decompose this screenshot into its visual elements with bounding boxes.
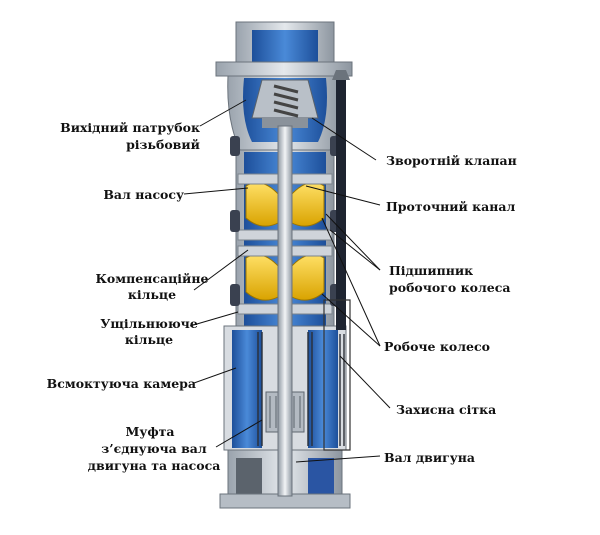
label-suction-chamber: Всмоктуюча камера	[47, 376, 196, 391]
right-labels: Зворотній клапан Проточний канал Підшипн…	[384, 153, 517, 465]
label-compensation-ring-line1: Компенсаційне	[96, 271, 209, 286]
label-sealing-ring-line1: Ущільнююче	[100, 316, 198, 331]
label-outlet-line1: Вихідний патрубок	[60, 120, 200, 135]
pump-body	[215, 21, 353, 509]
label-coupling-line3: двигуна та насоса	[88, 458, 221, 473]
label-impeller: Робоче колесо	[384, 339, 490, 354]
label-sealing-ring-line2: кільце	[125, 332, 173, 347]
left-labels: Вихідний патрубок різьбовий Вал насосу К…	[47, 120, 221, 473]
check-valve-spring	[273, 84, 299, 118]
label-flow-channel: Проточний канал	[386, 199, 516, 214]
label-impeller-bearing-line2: робочого колеса	[389, 280, 510, 295]
label-outlet-line2: різьбовий	[126, 137, 200, 152]
label-compensation-ring-line2: кільце	[128, 287, 176, 302]
label-pump-shaft: Вал насосу	[103, 187, 184, 202]
protective-screen	[257, 332, 345, 446]
label-coupling-line1: Муфта	[126, 424, 175, 439]
label-check-valve: Зворотній клапан	[386, 153, 517, 168]
label-protective-screen: Захисна сітка	[396, 402, 496, 417]
label-motor-shaft: Вал двигуна	[384, 450, 475, 465]
label-coupling-line2: з’єднуюча вал	[101, 441, 207, 456]
label-impeller-bearing-line1: Підшипник	[389, 263, 473, 278]
leader-lines	[183, 99, 391, 463]
